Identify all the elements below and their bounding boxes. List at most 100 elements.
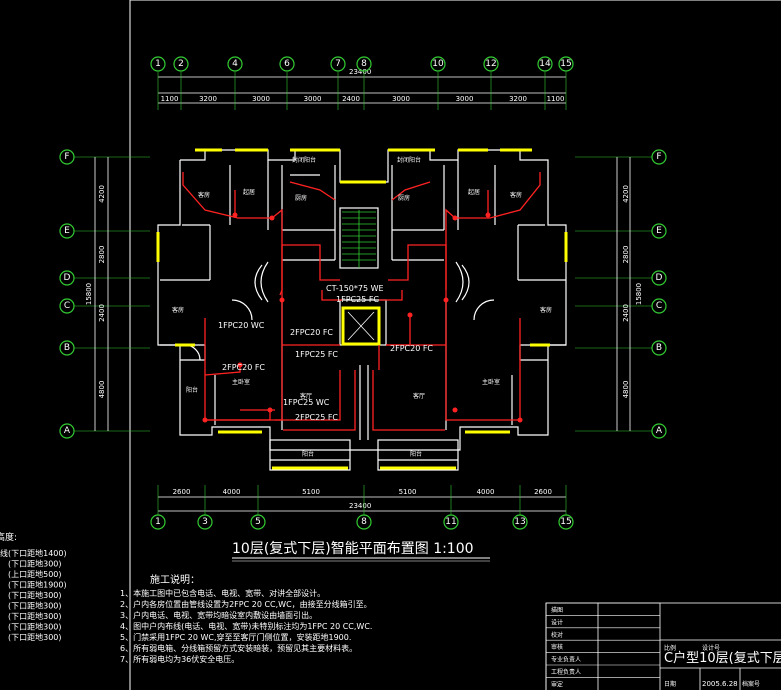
- top-axis-2-label: 2: [178, 59, 184, 69]
- right-axis-D: D: [651, 270, 667, 286]
- title-block-label-4: 档案号: [742, 680, 760, 688]
- wire-label-w5: 2FPC20 FC: [390, 344, 433, 353]
- left-axis-C-label: C: [64, 301, 70, 311]
- bottom-dim-1: 4000: [223, 488, 241, 496]
- room-veranda-e: 封闭阳台: [397, 156, 421, 164]
- top-axis-1: 1: [150, 56, 166, 72]
- room-veranda-w: 封闭阳台: [292, 156, 316, 164]
- room-bedroom-w: 客房: [172, 306, 184, 314]
- left-total-dim: 15800: [85, 283, 93, 305]
- title-block-row-4: 审核: [551, 643, 563, 651]
- left-axis-A: A: [59, 423, 75, 439]
- title-block-row-3: 校对: [551, 631, 563, 639]
- room-bedroom-ne: 客房: [510, 191, 522, 199]
- left-dim-3: 4800: [98, 381, 106, 399]
- left-axis-D: D: [59, 270, 75, 286]
- top-axis-15: 15: [558, 56, 574, 72]
- height-legend: 高度: 分线(下口距地1400)(下口距地300)(上口距地500)(下口距地1…: [0, 531, 67, 642]
- room-hall-w: 客厅: [300, 392, 312, 400]
- room-balcony-sw: 阳台: [302, 450, 314, 458]
- title-block-label-2: 设计号: [702, 644, 720, 652]
- top-dim-3: 3000: [304, 95, 322, 103]
- title-block-date: 2005.6.28: [702, 680, 738, 688]
- bottom-axis-3: 3: [197, 514, 213, 530]
- legend-line-5: (下口距地300): [8, 590, 62, 600]
- project-name: C户型10层(复式下层): [664, 650, 781, 666]
- wire-label-w3: 2FPC20 FC: [290, 328, 333, 337]
- right-dim-2: 2400: [622, 304, 630, 322]
- top-axis-8-label: 8: [361, 59, 367, 69]
- wire-label-w2: 1FPC20 WC: [218, 321, 265, 330]
- bottom-axis-3-label: 3: [202, 517, 208, 527]
- windows: [156, 148, 568, 470]
- bottom-axis-13-label: 13: [514, 517, 525, 527]
- right-dim-3: 4800: [622, 381, 630, 399]
- top-axis-12-label: 12: [485, 59, 496, 69]
- top-axis-4: 4: [227, 56, 243, 72]
- room-master-e: 主卧室: [482, 378, 500, 386]
- bottom-dim-4: 4000: [477, 488, 495, 496]
- bottom-axis-5-label: 5: [255, 517, 261, 527]
- bottom-axis-1: 1: [150, 514, 166, 530]
- bottom-axis-8-label: 8: [361, 517, 367, 527]
- right-axis-A: A: [651, 423, 667, 439]
- right-axis-C: C: [651, 298, 667, 314]
- room-hall-e: 客厅: [413, 392, 425, 400]
- top-axis-6: 6: [279, 56, 295, 72]
- bottom-axis-11-label: 11: [445, 517, 456, 527]
- bottom-dim-0: 2600: [173, 488, 191, 496]
- top-axis-2: 2: [173, 56, 189, 72]
- legend-line-7: (下口距地300): [8, 611, 62, 621]
- outlet-markers: [202, 212, 523, 423]
- note-line-1: 1、本施工图中已包含电话、电视、宽带、对讲全部设计。: [120, 588, 325, 598]
- right-dim-0: 4200: [622, 185, 630, 203]
- top-axis-10-label: 10: [432, 59, 444, 69]
- left-axis-E-label: E: [64, 226, 70, 236]
- wire-label-ct: CT-150*75 WE: [326, 284, 384, 293]
- top-axis-10: 10: [430, 56, 446, 72]
- right-axis-F: F: [651, 149, 667, 165]
- note-line-4: 4、图中户内布线(电话、电视、宽带)未特别标注均为1FPC 20 CC,WC.: [120, 621, 372, 631]
- title-block-row-7: 审定: [551, 680, 563, 688]
- legend-line-8: (下口距地300): [8, 622, 62, 632]
- top-dim-0: 1100: [161, 95, 179, 103]
- right-axis-E-label: E: [656, 226, 662, 236]
- left-axis-B: B: [59, 340, 75, 356]
- title-block-row-5: 专业负责人: [551, 656, 581, 664]
- title-block-label-1: 比例: [664, 644, 676, 652]
- bottom-axis-11: 11: [443, 514, 459, 530]
- notes-heading: 施工说明：: [150, 573, 200, 586]
- left-axis-F-label: F: [64, 152, 69, 162]
- construction-notes: 施工说明： 1、本施工图中已包含电话、电视、宽带、对讲全部设计。2、户内各房位置…: [120, 573, 372, 664]
- top-dim-7: 3200: [509, 95, 527, 103]
- room-master-w: 主卧室: [232, 378, 250, 386]
- wire-label-w6: 2FPC20 FC: [222, 363, 265, 372]
- legend-line-4: (下口距地1900): [8, 580, 67, 590]
- top-total-dim: 23400: [349, 68, 371, 76]
- top-dim-6: 3000: [456, 95, 474, 103]
- right-axis-D-label: D: [656, 273, 663, 283]
- note-line-6: 6、所有弱电箱、分线箱预留方式安装暗装，预留见其主要材料表。: [120, 643, 357, 653]
- title-block-row-1: 描图: [551, 606, 563, 614]
- title-block: [545, 602, 781, 690]
- room-bedroom-nw: 客房: [198, 191, 210, 199]
- top-dim-8: 1100: [547, 95, 565, 103]
- top-dim-4: 2400: [342, 95, 360, 103]
- top-axis-4-label: 4: [232, 59, 238, 69]
- bottom-axis-15: 15: [558, 514, 574, 530]
- left-axis-D-label: D: [64, 273, 71, 283]
- legend-line-1: 分线(下口距地1400): [0, 548, 67, 558]
- note-line-2: 2、户内各房位置由管线设置为2FPC 20 CC,WC，由接至分线箱引至。: [120, 599, 372, 609]
- left-dim-2: 2400: [98, 304, 106, 322]
- bottom-total-dim: 23400: [349, 502, 371, 510]
- right-axis-A-label: A: [656, 426, 663, 436]
- legend-heading: 高度:: [0, 531, 17, 543]
- right-dim-1: 2800: [622, 246, 630, 264]
- bottom-axis-13: 13: [512, 514, 528, 530]
- left-axis-B-label: B: [64, 343, 70, 353]
- top-axis-7-label: 7: [335, 59, 341, 69]
- note-line-5: 5、门禁采用1FPC 20 WC,穿至至客厅门侧位置，安装距地1900.: [120, 632, 351, 642]
